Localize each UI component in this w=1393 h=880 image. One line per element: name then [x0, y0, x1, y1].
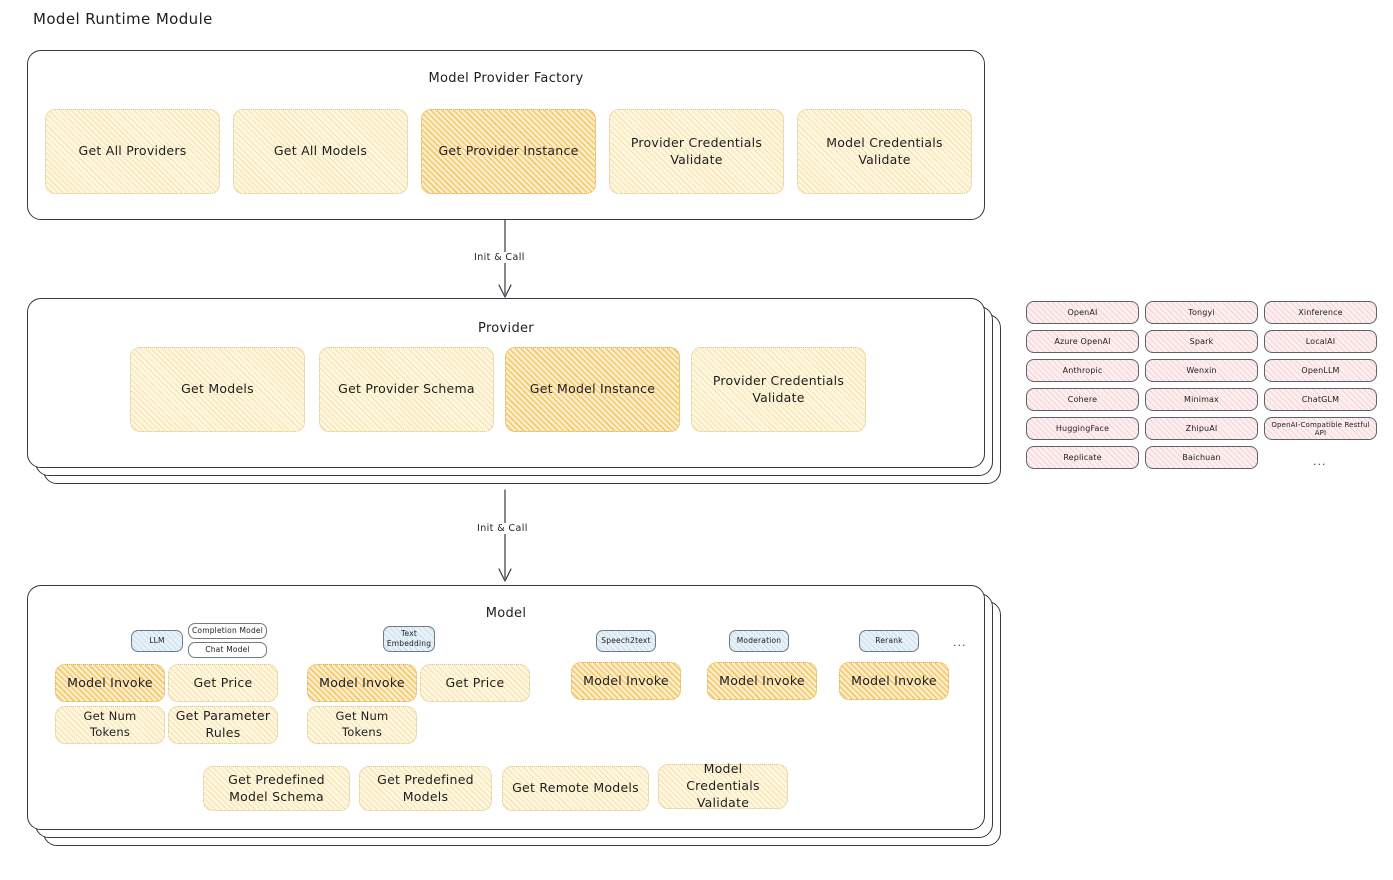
factory-method-provider-credentials-validate[interactable]: Provider Credentials Validate	[609, 109, 784, 194]
provider-pill-spark[interactable]: Spark	[1145, 330, 1258, 353]
model-type-subbadge-completion-model[interactable]: Completion Model	[188, 623, 267, 639]
speech2text-method-model-invoke[interactable]: Model Invoke	[571, 662, 681, 700]
provider-pill-openai[interactable]: OpenAI	[1026, 301, 1139, 324]
factory-method-get-all-providers[interactable]: Get All Providers	[45, 109, 220, 194]
model-types-more-ellipsis: ...	[953, 636, 967, 649]
provider-group: Provider Get Models Get Provider Schema …	[27, 298, 985, 468]
model-group: Model LLM Completion Model Chat Model Mo…	[27, 585, 985, 830]
provider-list-more-ellipsis: ...	[1313, 455, 1327, 468]
provider-method-get-provider-schema[interactable]: Get Provider Schema	[319, 347, 494, 432]
arrow-label-init-and-call-2: Init & Call	[474, 523, 531, 534]
provider-method-provider-credentials-validate[interactable]: Provider Credentials Validate	[691, 347, 866, 432]
provider-pill-anthropic[interactable]: Anthropic	[1026, 359, 1139, 382]
llm-method-get-parameter-rules[interactable]: Get Parameter Rules	[168, 706, 278, 744]
factory-method-get-provider-instance[interactable]: Get Provider Instance	[421, 109, 596, 194]
model-type-subbadge-chat-model[interactable]: Chat Model	[188, 642, 267, 658]
model-shared-method-get-remote-models[interactable]: Get Remote Models	[502, 766, 649, 811]
llm-method-get-price[interactable]: Get Price	[168, 664, 278, 702]
model-type-badge-llm[interactable]: LLM	[131, 630, 183, 652]
model-shared-method-get-predefined-model-schema[interactable]: Get Predefined Model Schema	[203, 766, 350, 811]
provider-title: Provider	[478, 321, 534, 336]
model-provider-factory-title: Model Provider Factory	[428, 71, 584, 86]
arrow-provider-to-model	[498, 489, 512, 582]
llm-method-model-invoke[interactable]: Model Invoke	[55, 664, 165, 702]
provider-pill-wenxin[interactable]: Wenxin	[1145, 359, 1258, 382]
model-type-badge-text-embedding[interactable]: Text Embedding	[383, 626, 435, 652]
provider-pill-cohere[interactable]: Cohere	[1026, 388, 1139, 411]
model-shared-method-model-credentials-validate[interactable]: Model Credentials Validate	[658, 761, 788, 810]
provider-pill-tongyi[interactable]: Tongyi	[1145, 301, 1258, 324]
factory-method-get-all-models[interactable]: Get All Models	[233, 109, 408, 194]
model-provider-factory-group: Model Provider Factory Get All Providers…	[27, 50, 985, 220]
provider-pill-localai[interactable]: LocalAI	[1264, 330, 1377, 353]
provider-pill-minimax[interactable]: Minimax	[1145, 388, 1258, 411]
provider-pill-openai-compatible-restful-api[interactable]: OpenAI-Compatible Restful API	[1264, 417, 1377, 440]
model-type-badge-rerank[interactable]: Rerank	[859, 630, 919, 652]
provider-pill-azure-openai[interactable]: Azure OpenAI	[1026, 330, 1139, 353]
model-shared-method-get-predefined-models[interactable]: Get Predefined Models	[359, 766, 492, 811]
moderation-method-model-invoke[interactable]: Model Invoke	[707, 662, 817, 700]
provider-method-get-model-instance[interactable]: Get Model Instance	[505, 347, 680, 432]
provider-pill-xinference[interactable]: Xinference	[1264, 301, 1377, 324]
text-embedding-method-model-invoke[interactable]: Model Invoke	[307, 664, 417, 702]
model-title: Model	[485, 606, 527, 621]
provider-pill-zhipuai[interactable]: ZhipuAI	[1145, 417, 1258, 440]
factory-method-model-credentials-validate[interactable]: Model Credentials Validate	[797, 109, 972, 194]
text-embedding-method-get-num-tokens[interactable]: Get Num Tokens	[307, 706, 417, 744]
provider-method-get-models[interactable]: Get Models	[130, 347, 305, 432]
model-type-badge-moderation[interactable]: Moderation	[729, 630, 789, 652]
provider-pill-replicate[interactable]: Replicate	[1026, 446, 1139, 469]
provider-pill-huggingface[interactable]: HuggingFace	[1026, 417, 1139, 440]
rerank-method-model-invoke[interactable]: Model Invoke	[839, 662, 949, 700]
arrow-label-init-and-call-1: Init & Call	[471, 252, 528, 263]
llm-method-get-num-tokens[interactable]: Get Num Tokens	[55, 706, 165, 744]
model-type-badge-speech2text[interactable]: Speech2text	[596, 630, 656, 652]
page-title: Model Runtime Module	[33, 10, 213, 28]
provider-pill-baichuan[interactable]: Baichuan	[1145, 446, 1258, 469]
provider-pill-openllm[interactable]: OpenLLM	[1264, 359, 1377, 382]
text-embedding-method-get-price[interactable]: Get Price	[420, 664, 530, 702]
provider-pill-chatglm[interactable]: ChatGLM	[1264, 388, 1377, 411]
